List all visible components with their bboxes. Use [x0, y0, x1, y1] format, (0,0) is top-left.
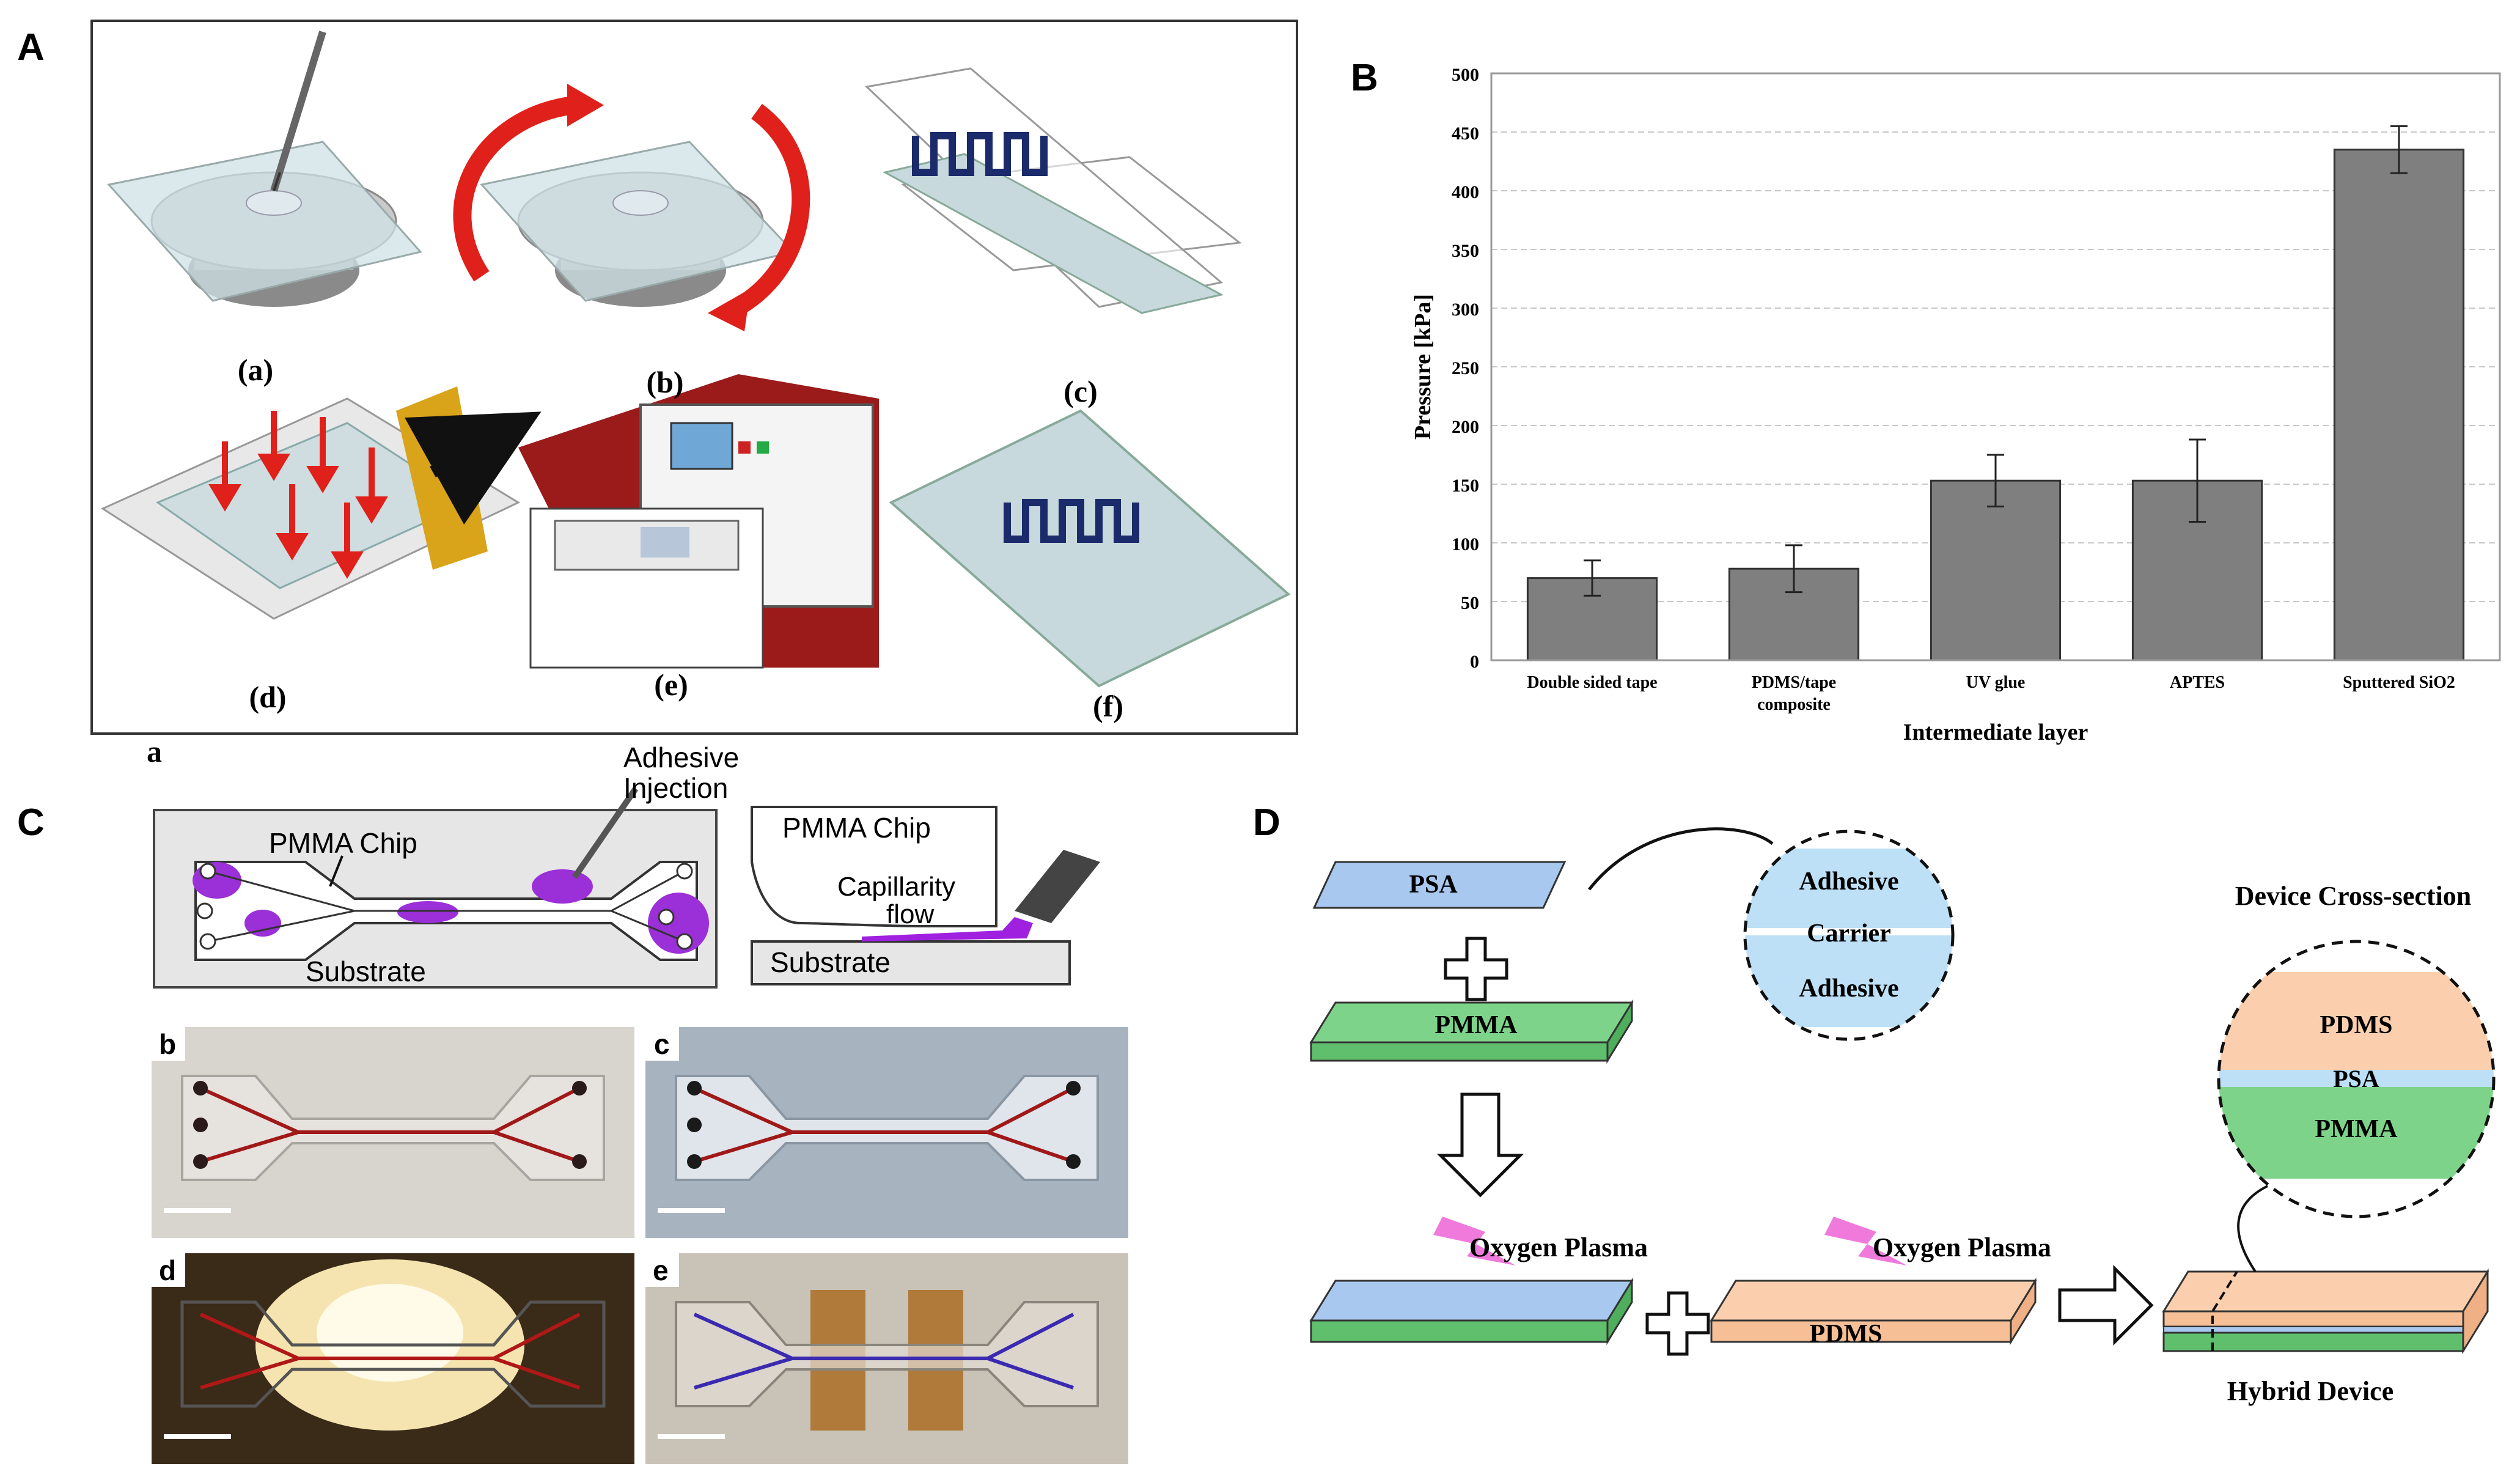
panel-c-photos: b c d e: [152, 1027, 1128, 1464]
carrier-label: Carrier: [1807, 919, 1891, 948]
device-cross-section-label: Device Cross-section: [2235, 881, 2472, 911]
chart-bar: [2333, 149, 2465, 661]
pmma-chip-label-right: PMMA Chip: [782, 812, 931, 844]
pmma-slab: [1309, 999, 1634, 1064]
panel-letter-c: C: [17, 801, 45, 844]
substrate-label-left: Substrate: [306, 956, 426, 987]
lightning-icon-right: [1824, 1217, 1907, 1265]
chart-x-tick-label: Double sided tape: [1527, 673, 1657, 692]
photo-c: c: [645, 1027, 1128, 1238]
cs-pdms-label: PDMS: [2320, 1011, 2393, 1039]
adhesive-bottom-label: Adhesive: [1799, 974, 1898, 1003]
cs-pmma-label: PMMA: [2315, 1115, 2398, 1143]
chart-bars: [1526, 149, 2465, 661]
psa-label: PSA: [1409, 871, 1458, 899]
chart-x-tick-label: Sputtered SiO2: [2343, 673, 2455, 692]
substrate-label-right: Substrate: [770, 946, 891, 978]
chart-y-tick-label: 300: [1452, 300, 1479, 320]
capillarity-label-line2: flow: [886, 899, 934, 929]
bonding-layers-c-illustration: [864, 67, 1242, 314]
photo-e: e: [645, 1253, 1128, 1464]
chart-y-tick-label: 350: [1452, 241, 1479, 261]
adhesive-injection-line1: Adhesive: [623, 742, 739, 773]
photo-label-c: c: [654, 1028, 670, 1060]
psa-on-pmma-slab: [1309, 1277, 1634, 1346]
chart-bar: [1930, 479, 2062, 661]
panel-c-small-a: a: [147, 734, 162, 768]
sublabel-d: (d): [249, 680, 286, 714]
chart-x-axis-label: Intermediate layer: [1903, 720, 2088, 745]
pressure-bar-chart: 0 50 100 150 200 250 300 350 400 450 500 Double si…: [1410, 65, 2501, 745]
chart-error-bars: [1584, 125, 2408, 597]
chart-error-bar: [1584, 559, 1601, 597]
spin-coater-a-illustration: [107, 31, 422, 307]
substrate-side-view: [751, 940, 1071, 985]
photo-label-b: b: [159, 1028, 176, 1060]
capillarity-label-line1: Capillarity: [837, 872, 955, 902]
panel-letter-a: A: [17, 26, 45, 68]
chart-plot-frame: [1490, 72, 2501, 661]
chart-y-axis-label: Pressure [kPa]: [1410, 294, 1436, 440]
chip-side-view: [751, 806, 997, 927]
chart-y-tick-label: 400: [1452, 182, 1479, 202]
panel-d-figure: PSA PMMA Adhesive Carrier Adhesive Oxyge…: [1309, 827, 2496, 1406]
chart-y-tick-label: 500: [1452, 65, 1479, 85]
psa-layers-zoom-circle: [1743, 830, 1955, 1041]
chart-y-tick-labels: 0 50 100 150 200 250 300 350 400 450 500: [1452, 65, 1479, 672]
photo-label-e: e: [653, 1254, 669, 1286]
chart-error-bar: [2390, 125, 2408, 174]
sublabel-f: (f): [1093, 689, 1123, 723]
chart-error-bar: [2189, 438, 2206, 523]
panel-letter-b: B: [1351, 57, 1378, 99]
adhesive-top-label: Adhesive: [1799, 867, 1898, 896]
panel-a-figure: (a) (b) (c) (d) (e) (f): [90, 20, 1298, 735]
lightning-icon-left: [1433, 1217, 1516, 1265]
chart-x-tick-label: composite: [1757, 695, 1831, 714]
cross-section-zoom-circle: [2217, 940, 2496, 1218]
chart-x-tick-label: UV glue: [1966, 673, 2026, 692]
sublabel-b: (b): [646, 365, 683, 399]
chart-x-tick-label: APTES: [2170, 673, 2225, 692]
hybrid-device-label: Hybrid Device: [2227, 1376, 2394, 1406]
chart-error-bar: [1785, 544, 1802, 594]
psa-sheet: [1312, 861, 1567, 909]
chart-y-tick-label: 200: [1452, 417, 1479, 437]
oxygen-plasma-right-label: Oxygen Plasma: [1873, 1232, 2051, 1262]
pdms-slab-label: PDMS: [1810, 1320, 1883, 1348]
plus-icon-top: [1444, 937, 1508, 1001]
sublabel-c: (c): [1063, 374, 1098, 408]
down-arrow-icon: [1436, 1092, 1524, 1198]
photo-b: b: [152, 1027, 634, 1238]
pdms-slab: [1710, 1277, 2037, 1346]
photo-label-d: d: [159, 1254, 176, 1286]
pressing-d-illustration: [100, 386, 542, 620]
oxygen-plasma-left-label: Oxygen Plasma: [1469, 1232, 1648, 1262]
chart-x-tick-labels: Double sided tape PDMS/tape composite UV gl…: [1527, 673, 2455, 714]
cs-psa-label: PSA: [2333, 1065, 2379, 1092]
chart-y-tick-label: 450: [1452, 123, 1479, 144]
hybrid-device: [2162, 1185, 2489, 1355]
chart-y-tick-label: 250: [1452, 358, 1479, 378]
right-arrow-icon: [2058, 1264, 2154, 1346]
spin-coater-b-illustration: [453, 84, 810, 331]
chart-y-tick-label: 0: [1470, 652, 1479, 672]
plus-icon-bottom: [1645, 1291, 1710, 1356]
chart-y-tick-label: 100: [1452, 534, 1479, 554]
panel-letter-d: D: [1253, 801, 1280, 844]
sublabel-e: (e): [654, 668, 688, 702]
panel-c-schematic: Adhesive Injection PMMA Chip Substrate P…: [153, 742, 1100, 989]
pmma-label: PMMA: [1434, 1011, 1518, 1039]
chart-y-tick-label: 150: [1452, 476, 1479, 496]
bonded-chip-f-illustration: [889, 409, 1291, 688]
chart-error-bar: [1987, 454, 2004, 507]
adhesive-injection-line2: Injection: [623, 772, 728, 804]
chart-x-tick-label: PDMS/tape: [1752, 673, 1836, 692]
oven-e-illustration: [518, 374, 879, 669]
photo-d: d: [152, 1253, 634, 1464]
sublabel-a: (a): [238, 353, 273, 387]
chart-y-tick-label: 50: [1461, 593, 1479, 613]
pmma-chip-label-left: PMMA Chip: [269, 827, 417, 859]
